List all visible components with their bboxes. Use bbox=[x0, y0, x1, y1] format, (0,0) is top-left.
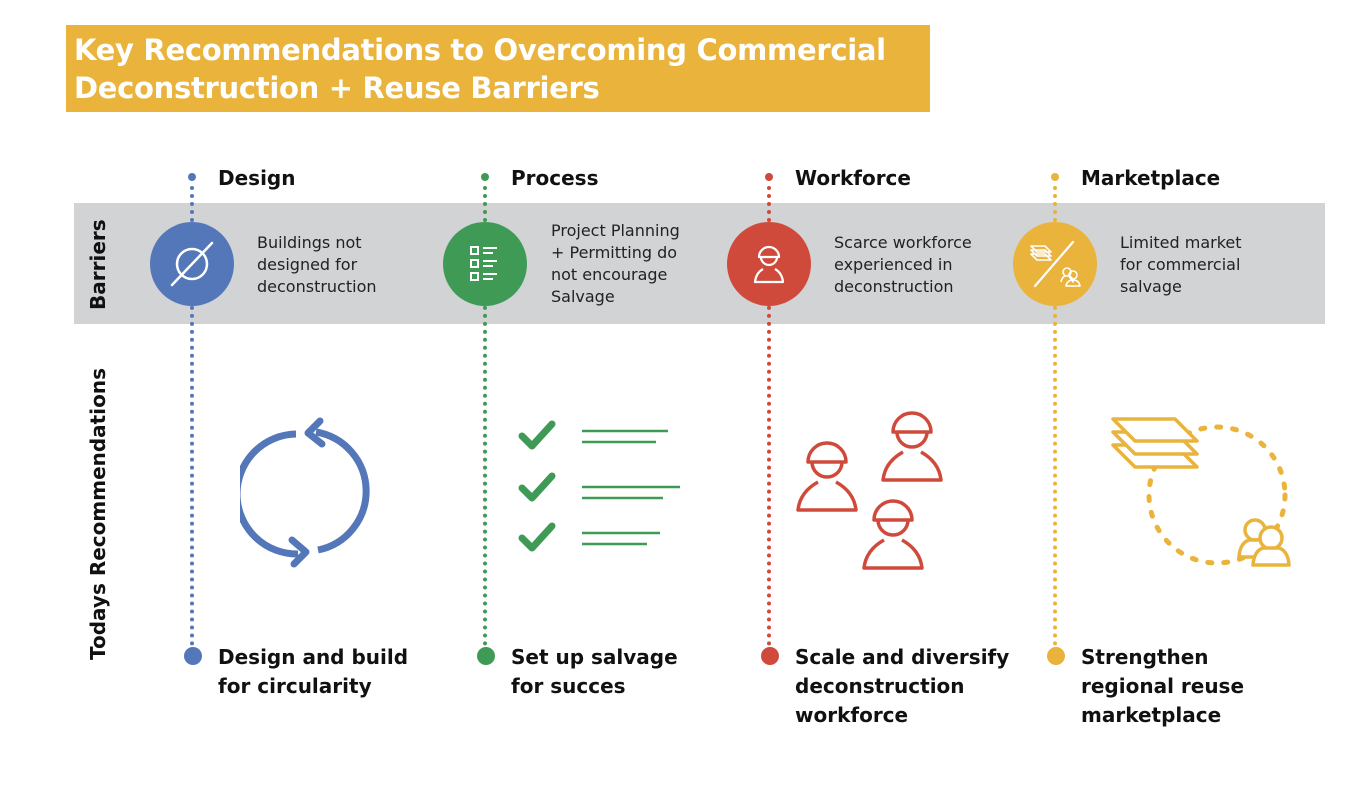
title-line-1: Key Recommendations to Overcoming Commer… bbox=[74, 33, 886, 67]
process-head-dot bbox=[481, 173, 489, 181]
materials-slash-people-icon bbox=[1030, 240, 1081, 288]
row-label-recommendations: Todays Recommendations bbox=[86, 368, 110, 660]
design-recommendation: Design and build for circularity bbox=[218, 645, 409, 698]
empty-set-icon bbox=[170, 241, 214, 287]
title-line-2: Deconstruction + Reuse Barriers bbox=[74, 71, 600, 105]
checkmark-list-icon bbox=[518, 420, 680, 552]
design-dotted-line bbox=[190, 186, 194, 646]
worker-icon bbox=[753, 245, 785, 284]
design-heading: Design bbox=[218, 166, 296, 190]
marketplace-barrier-circle bbox=[1013, 222, 1097, 306]
title-banner: Key Recommendations to Overcoming Commer… bbox=[66, 25, 930, 112]
marketplace-rec-dot bbox=[1047, 647, 1065, 665]
marketplace-barrier-text: Limited market for commercial salvage bbox=[1120, 233, 1242, 296]
workforce-barrier-text: Scarce workforce experienced in deconstr… bbox=[834, 233, 972, 296]
process-rec-dot bbox=[477, 647, 495, 665]
marketplace-head-dot bbox=[1051, 173, 1059, 181]
workforce-dotted-line bbox=[767, 186, 771, 646]
materials-cycle-people-icon bbox=[1111, 417, 1291, 567]
marketplace-recommendation: Strengthen regional reuse marketplace bbox=[1081, 645, 1245, 727]
design-barrier-circle bbox=[150, 222, 234, 306]
design-barrier-text: Buildings not designed for deconstructio… bbox=[257, 233, 377, 296]
process-heading: Process bbox=[511, 166, 599, 190]
design-rec-dot bbox=[184, 647, 202, 665]
workforce-head-dot bbox=[765, 173, 773, 181]
process-recommendation: Set up salvage for succes bbox=[511, 645, 678, 698]
marketplace-heading: Marketplace bbox=[1081, 166, 1221, 190]
workforce-heading: Workforce bbox=[795, 166, 911, 190]
checklist-icon bbox=[470, 246, 497, 281]
process-barrier-circle bbox=[443, 222, 527, 306]
workforce-recommendation: Scale and diversify deconstruction workf… bbox=[795, 645, 1010, 727]
workers-group-icon bbox=[796, 411, 943, 570]
circular-arrows-icon bbox=[240, 417, 370, 568]
marketplace-dotted-line bbox=[1053, 186, 1057, 646]
process-barrier-text: Project Planning + Permitting do not enc… bbox=[551, 221, 680, 306]
workforce-rec-dot bbox=[761, 647, 779, 665]
design-head-dot bbox=[188, 173, 196, 181]
workforce-barrier-circle bbox=[727, 222, 811, 306]
row-label-barriers: Barriers bbox=[86, 219, 110, 310]
process-dotted-line bbox=[483, 186, 487, 646]
barriers-band bbox=[74, 203, 1325, 324]
